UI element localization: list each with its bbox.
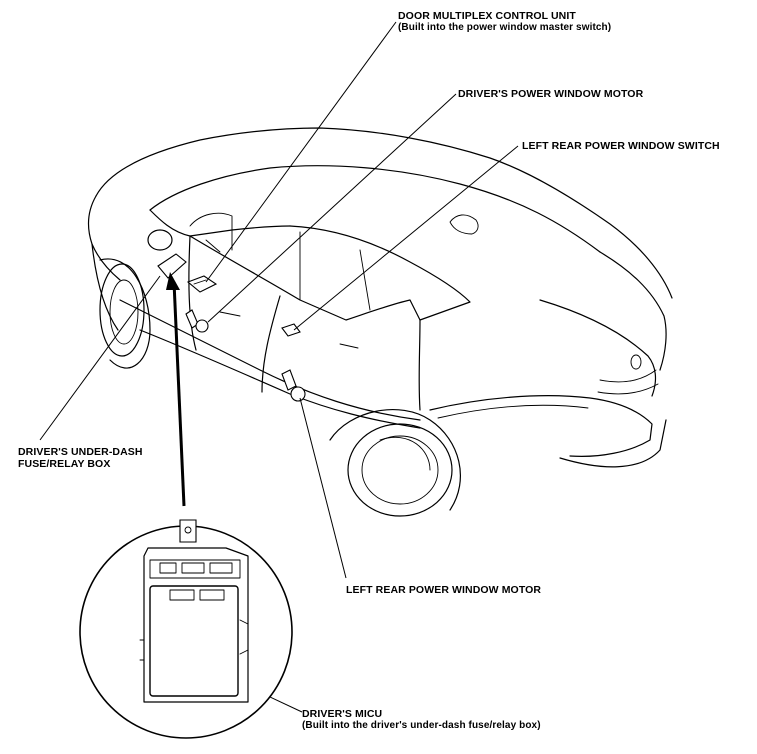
door-mcu-subtitle: (Built into the power window master swit… [398,22,612,33]
label-driver-motor: DRIVER'S POWER WINDOW MOTOR [458,88,644,100]
door-mcu-title: DOOR MULTIPLEX CONTROL UNIT [398,10,576,22]
label-micu: DRIVER'S MICU (Built into the driver's u… [302,708,541,732]
component-left-rear-switch [281,323,301,337]
leader-lines [39,21,519,713]
component-door-mcu [186,275,218,293]
component-left-rear-motor [281,369,306,402]
car-outline [87,127,673,517]
label-door-mcu: DOOR MULTIPLEX CONTROL UNIT (Built into … [398,10,611,34]
component-fuse-box [157,253,187,279]
fuse-box-line2: FUSE/RELAY BOX [18,458,111,470]
fuse-box-line1: DRIVER'S UNDER-DASH [18,446,143,458]
label-left-rear-switch: LEFT REAR POWER WINDOW SWITCH [522,140,720,152]
micu-callout-circle [79,519,293,739]
micu-subtitle: (Built into the driver's under-dash fuse… [302,720,541,731]
component-driver-motor [185,309,209,333]
callout-arrow [166,272,186,507]
micu-title: DRIVER'S MICU [302,708,383,720]
label-fuse-box: DRIVER'S UNDER-DASH FUSE/RELAY BOX [18,446,143,470]
label-left-rear-motor: LEFT REAR POWER WINDOW MOTOR [346,584,542,596]
